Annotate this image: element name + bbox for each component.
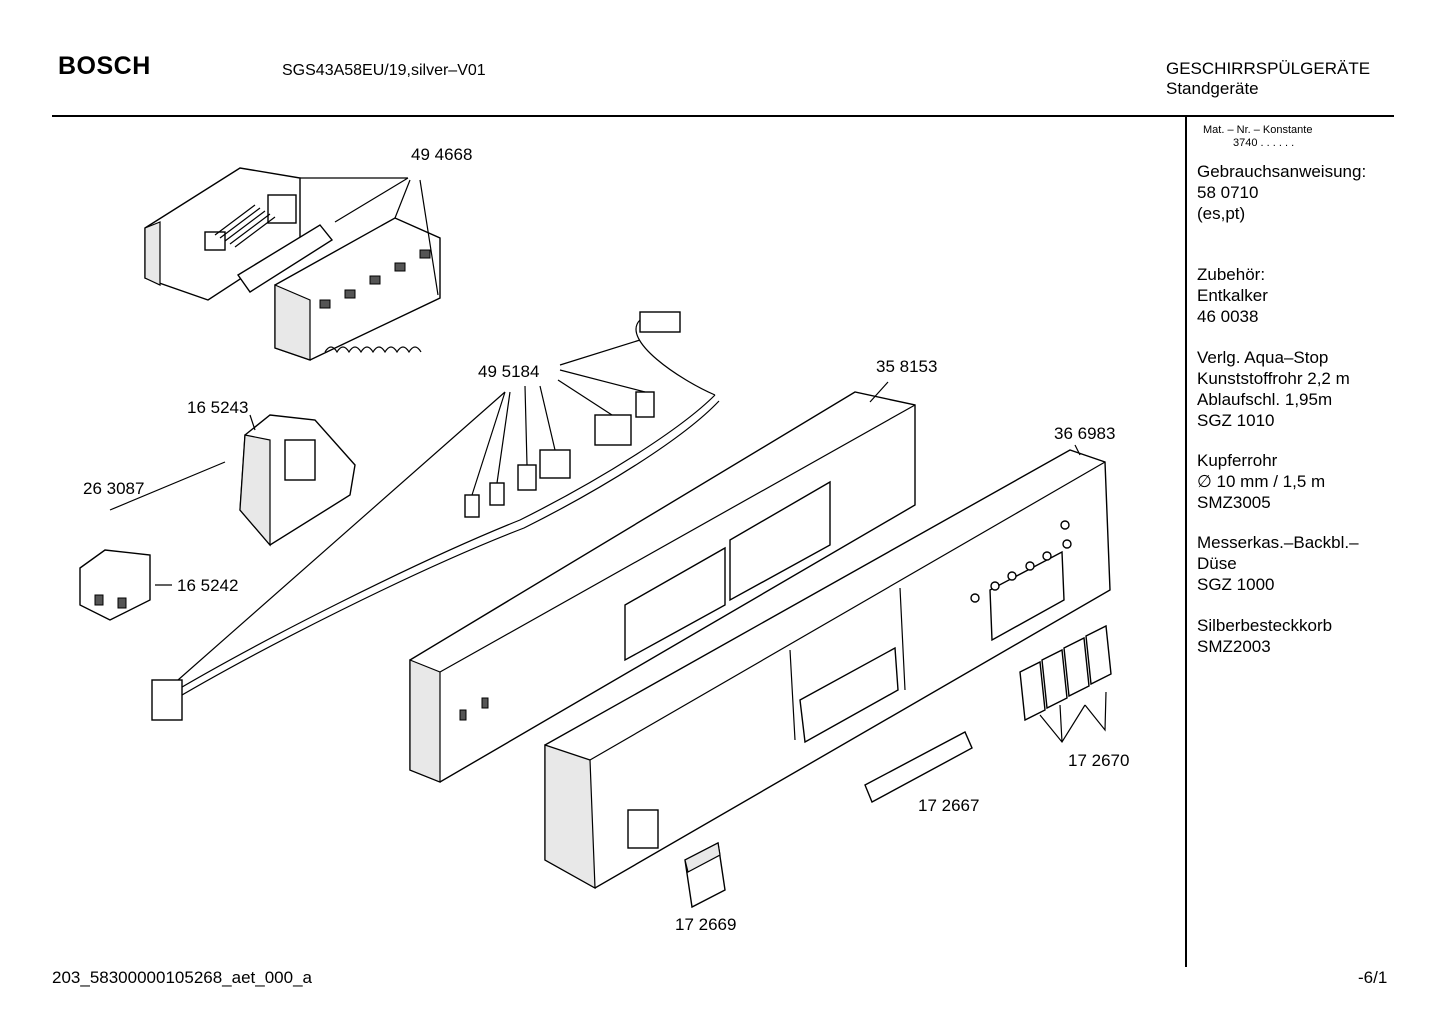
part-label-172667: 17 2667 bbox=[918, 796, 980, 815]
sidebar-line: Kunststoffrohr 2,2 m bbox=[1197, 369, 1350, 388]
page-number: -6/1 bbox=[1358, 968, 1388, 987]
cable-harness-illustration bbox=[151, 311, 720, 721]
sidebar-line: SGZ 1010 bbox=[1197, 411, 1275, 430]
category-title: GESCHIRRSPÜLGERÄTE bbox=[1166, 59, 1371, 78]
sidebar-line: SMZ2003 bbox=[1197, 637, 1271, 656]
part-label-366983: 36 6983 bbox=[1054, 424, 1116, 443]
sidebar-block-nozzle: Messerkas.–Backbl.– Düse SGZ 1000 bbox=[1197, 532, 1359, 595]
brand-logo: BOSCH bbox=[58, 52, 151, 80]
sidebar-block-copper-pipe: Kupferrohr ∅ 10 mm / 1,5 m SMZ3005 bbox=[1197, 450, 1325, 513]
trim-strip-illustration bbox=[864, 731, 973, 803]
document-id: 203_58300000105268_aet_000_a bbox=[52, 968, 312, 987]
front-panel-illustration bbox=[544, 444, 1111, 890]
sidebar-line: Ablaufschl. 1,95m bbox=[1197, 390, 1333, 409]
sidebar-line: SMZ3005 bbox=[1197, 493, 1271, 512]
part-label-172670: 17 2670 bbox=[1068, 751, 1130, 770]
part-label-263087: 26 3087 bbox=[83, 479, 145, 498]
switch-parts-illustration bbox=[79, 414, 356, 621]
buttons-illustration bbox=[1019, 624, 1112, 744]
control-module-illustration bbox=[144, 167, 441, 361]
sidebar-block-accessories: Zubehör: Entkalker 46 0038 bbox=[1197, 264, 1268, 327]
sidebar-line: Gebrauchsanweisung: bbox=[1197, 162, 1367, 181]
mat-nr-value: 3740 . . . . . . bbox=[1233, 137, 1295, 149]
part-label-165242: 16 5242 bbox=[177, 576, 239, 595]
sidebar-block-cutlery-basket: Silberbesteckkorb SMZ2003 bbox=[1197, 615, 1332, 657]
sidebar-line: Messerkas.–Backbl.– bbox=[1197, 533, 1359, 552]
sidebar-line: Entkalker bbox=[1197, 286, 1268, 305]
sidebar-block-manual: Gebrauchsanweisung: 58 0710 (es,pt) bbox=[1197, 161, 1366, 224]
model-number: SGS43A58EU/19,silver–V01 bbox=[282, 62, 486, 79]
sidebar-line: (es,pt) bbox=[1197, 204, 1246, 223]
sidebar-line: SGZ 1000 bbox=[1197, 575, 1275, 594]
sidebar-line: Zubehör: bbox=[1197, 265, 1266, 284]
category-block: GESCHIRRSPÜLGERÄTE Standgeräte bbox=[1166, 59, 1370, 99]
sidebar-line: Verlg. Aqua–Stop bbox=[1197, 348, 1329, 367]
sidebar-divider bbox=[1185, 117, 1187, 967]
part-label-165243: 16 5243 bbox=[187, 398, 249, 417]
part-label-494668: 49 4668 bbox=[411, 145, 473, 164]
sidebar-line: 46 0038 bbox=[1197, 307, 1259, 326]
sidebar-line: 58 0710 bbox=[1197, 183, 1259, 202]
sidebar-line: Kupferrohr bbox=[1197, 451, 1278, 470]
sidebar-line: Düse bbox=[1197, 554, 1237, 573]
mat-nr-block: Mat. – Nr. – Konstante 3740 . . . . . . bbox=[1203, 124, 1312, 150]
part-label-172669: 17 2669 bbox=[675, 915, 737, 934]
inner-panel-illustration bbox=[409, 381, 916, 783]
sidebar-block-aquastop: Verlg. Aqua–Stop Kunststoffrohr 2,2 m Ab… bbox=[1197, 347, 1350, 431]
part-label-358153: 35 8153 bbox=[876, 357, 938, 376]
mat-nr-label: Mat. – Nr. – Konstante bbox=[1203, 124, 1313, 136]
exploded-parts-diagram bbox=[79, 167, 1112, 909]
header-divider bbox=[52, 115, 1394, 117]
knob-illustration bbox=[684, 841, 726, 909]
sidebar-line: Silberbesteckkorb bbox=[1197, 616, 1333, 635]
category-subtitle: Standgeräte bbox=[1166, 79, 1259, 98]
sidebar-line: ∅ 10 mm / 1,5 m bbox=[1197, 472, 1326, 491]
part-label-495184: 49 5184 bbox=[478, 362, 540, 381]
